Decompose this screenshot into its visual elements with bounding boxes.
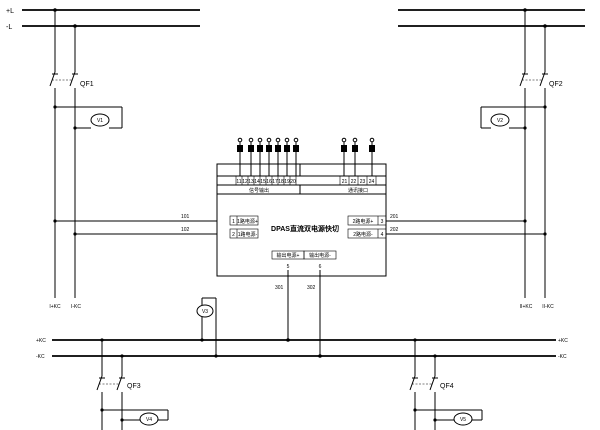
bottom-left-branch: QF3 V4 [96, 338, 169, 430]
right-supply-branch: QF2 V2 II+KC II-KC [480, 10, 563, 310]
input-4-label: 2路电源- [353, 231, 373, 238]
qf1-label: QF1 [80, 81, 94, 88]
signal-terminal-label: 12 [242, 179, 248, 185]
input-wires: 101 102 201 202 [53, 214, 547, 236]
dc-bus-right-plus: +KC [558, 338, 568, 344]
comm-port-pins [341, 137, 375, 176]
comm-terminal-label: 22 [351, 179, 357, 185]
signal-terminal-label: 19 [284, 179, 290, 185]
comm-terminal-label: 24 [369, 179, 375, 185]
input-terminal-4: 2路电源- 4 [347, 228, 387, 239]
input-terminal-3: 2路电源+ 3 [347, 215, 387, 226]
input-2-label: 1路电源- [238, 231, 258, 238]
output-terminal-6: 输出电源- 6 [303, 250, 337, 270]
signal-terminal-label: 18 [278, 179, 284, 185]
signal-terminal-label: 17 [272, 179, 278, 185]
input-2-pin: 2 [232, 232, 235, 238]
dc-bus-meter-v3: V3 [196, 297, 218, 358]
v3-label: V3 [202, 309, 208, 315]
qf4-label: QF4 [440, 383, 454, 390]
output-ii-plus: II+KC [520, 304, 533, 310]
signal-terminal-label: 13 [248, 179, 254, 185]
signal-terminal-label: 15 [260, 179, 266, 185]
top-right-bus [398, 8, 585, 28]
input-3-pin: 3 [381, 219, 384, 225]
comm-port-group-label: 通讯接口 [348, 187, 368, 194]
v5-label: V5 [460, 417, 466, 423]
v4-label: V4 [146, 417, 152, 423]
signal-output-group-label: 信号输出 [249, 187, 269, 194]
v1-label: V1 [97, 118, 103, 124]
wire-301-label: 301 [275, 285, 284, 291]
bottom-right-branch: QF4 V5 [409, 338, 483, 430]
output-i-plus: I+KC [49, 304, 61, 310]
left-supply-branch: QF1 V1 I+KC I-KC [49, 10, 123, 310]
output-6-pin: 6 [319, 264, 322, 270]
module-output-wires: 301 302 [275, 270, 322, 358]
dc-bus-left-minus: -KC [36, 354, 45, 360]
dc-bus-left-plus: +KC [36, 338, 46, 344]
output-6-label: 输出电源- [309, 252, 331, 259]
wire-101-label: 101 [181, 214, 190, 220]
dc-bus: +KC -KC +KC -KC [36, 338, 568, 360]
signal-terminal-label: 16 [266, 179, 272, 185]
output-i-minus: I-KC [71, 304, 81, 310]
signal-terminal-label: 11 [236, 179, 241, 185]
signal-terminal-label: 14 [254, 179, 260, 185]
input-1-label: 1路电源+ [237, 218, 258, 225]
qf2-label: QF2 [549, 81, 563, 88]
wire-302-label: 302 [307, 285, 316, 291]
wire-102-label: 102 [181, 227, 190, 233]
dc-bus-right-minus: -KC [558, 354, 567, 360]
module-title: DPAS直流双电源快切 [271, 224, 339, 233]
top-left-bus: +L -L [6, 8, 200, 31]
input-3-label: 2路电源+ [353, 218, 374, 225]
input-terminal-1: 1 1路电源+ [229, 215, 259, 226]
signal-output-pins [237, 137, 299, 176]
output-ii-minus: II-KC [542, 304, 554, 310]
output-5-pin: 5 [287, 264, 290, 270]
signal-terminal-label: 20 [290, 179, 296, 185]
bus-minus-label: -L [6, 24, 12, 31]
input-terminal-2: 2 1路电源- [229, 228, 259, 239]
comm-terminal-label: 21 [342, 179, 348, 185]
comm-terminal-label: 23 [360, 179, 366, 185]
qf3-label: QF3 [127, 383, 141, 390]
input-4-pin: 4 [381, 232, 384, 238]
v2-label: V2 [497, 118, 503, 124]
wire-202-label: 202 [390, 227, 399, 233]
output-5-label: 输出电源+ [277, 252, 300, 259]
bus-plus-label: +L [6, 8, 14, 15]
wire-201-label: 201 [390, 214, 399, 220]
input-1-pin: 1 [232, 219, 235, 225]
